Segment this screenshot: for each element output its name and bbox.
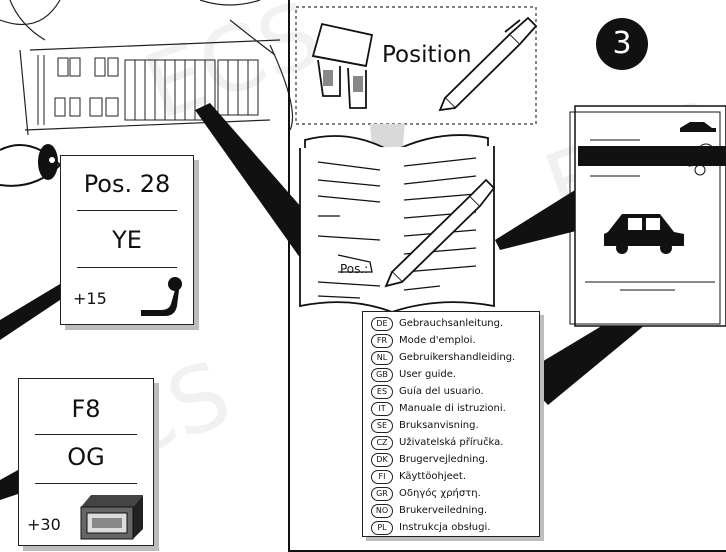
pen-on-manual-icon xyxy=(384,178,496,288)
manual-book-icon xyxy=(299,134,495,313)
tow-hook-icon xyxy=(141,277,182,316)
fuse-icon xyxy=(311,22,374,109)
callout-beam-top xyxy=(195,103,330,300)
fuse-number: F8 xyxy=(71,395,101,423)
wire-color-code: YE xyxy=(112,226,142,254)
step-panel xyxy=(288,0,726,552)
offset-value: +30 xyxy=(27,515,61,534)
car-icon xyxy=(604,214,684,254)
manual-pos-label: Pos.: xyxy=(340,262,369,276)
callout-beam-card1 xyxy=(0,275,75,340)
relay-module-icon xyxy=(80,495,143,540)
step-number-badge: 3 xyxy=(596,18,648,70)
position-frame xyxy=(295,6,537,125)
position-card: Pos. 28 YE +15 xyxy=(60,155,194,325)
fusebox-sketch xyxy=(0,0,294,136)
callout-beam-cover xyxy=(495,190,580,250)
pen-icon xyxy=(438,16,538,112)
eye-icon xyxy=(0,144,62,187)
divider xyxy=(77,267,177,268)
position-number: Pos. 28 xyxy=(83,170,171,198)
divider xyxy=(77,210,177,211)
divider xyxy=(35,434,137,435)
fuse-card: F8 OG +30 xyxy=(18,378,154,546)
position-label: Position xyxy=(382,42,472,68)
offset-value: +15 xyxy=(73,289,107,308)
wire-color-code: OG xyxy=(67,443,105,471)
divider xyxy=(35,483,137,484)
